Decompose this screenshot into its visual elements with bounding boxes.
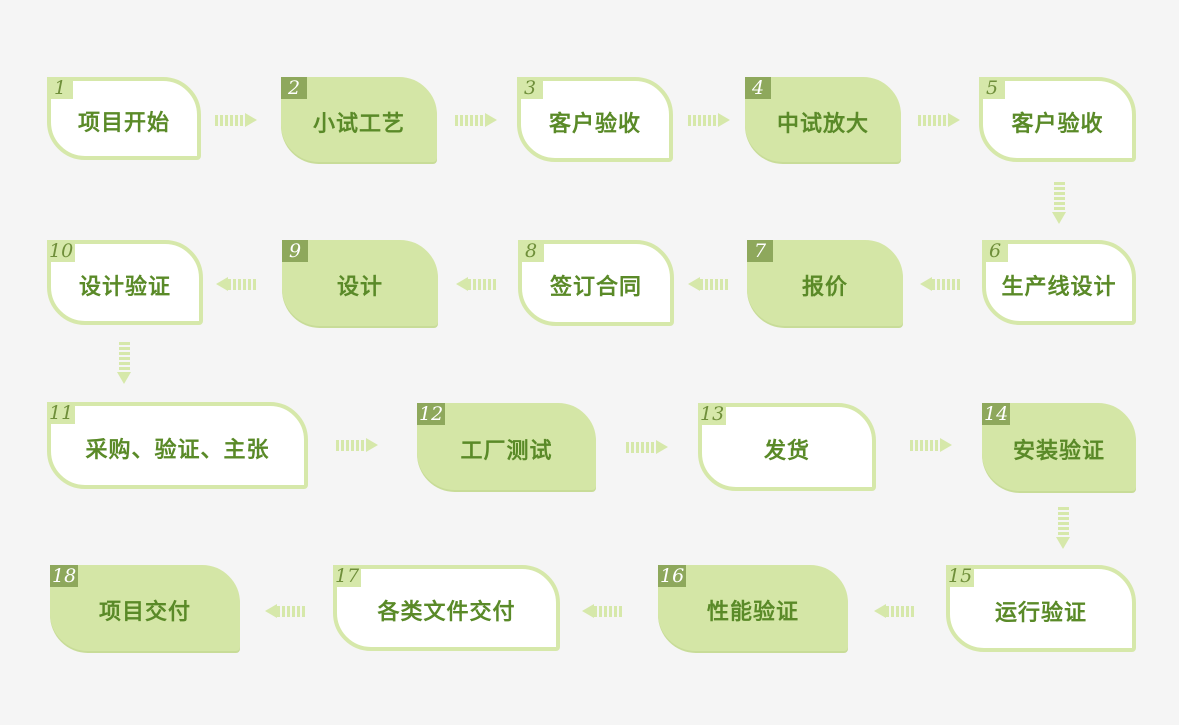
step-label: 发货 (763, 438, 810, 464)
step-label: 小试工艺 (312, 110, 405, 137)
step-box-11: 11 采购、验证、主张 (47, 402, 308, 489)
step-number-badge: 2 (281, 77, 307, 99)
arrow-left-icon (265, 604, 307, 618)
step-number-badge: 14 (982, 403, 1011, 425)
arrow-left-icon (874, 604, 916, 618)
arrow-left-icon (688, 277, 730, 291)
step-number-badge: 9 (282, 240, 308, 262)
step-number-badge: 11 (47, 402, 76, 424)
arrow-right-icon (215, 113, 257, 127)
step-box-7: 7 报价 (747, 240, 903, 326)
arrow-left-icon (216, 277, 258, 291)
step-number-badge: 15 (946, 565, 975, 587)
step-label: 报价 (801, 274, 848, 300)
arrow-right-icon (336, 438, 378, 452)
arrow-right-icon (455, 113, 497, 127)
step-box-15: 15 运行验证 (946, 565, 1136, 652)
step-label: 项目开始 (77, 109, 170, 136)
step-label: 中试放大 (776, 110, 869, 137)
arrow-right-icon (688, 113, 730, 127)
step-label: 性能验证 (706, 599, 799, 625)
arrow-right-icon (626, 440, 668, 454)
step-number-badge: 1 (47, 77, 73, 99)
step-label: 设计 (336, 274, 383, 300)
step-box-6: 6 生产线设计 (982, 240, 1136, 325)
arrow-left-icon (456, 277, 498, 291)
step-label: 生产线设计 (1001, 273, 1117, 300)
step-label: 客户验收 (548, 110, 641, 137)
step-number-badge: 12 (417, 403, 446, 425)
arrow-right-icon (918, 113, 960, 127)
step-label: 采购、验证、主张 (85, 436, 270, 463)
step-label: 工厂测试 (460, 437, 553, 464)
step-number-badge: 5 (979, 77, 1005, 99)
step-label: 运行验证 (994, 599, 1087, 626)
step-number-badge: 3 (517, 77, 543, 99)
step-box-17: 17 各类文件交付 (333, 565, 560, 651)
step-number-badge: 4 (745, 77, 771, 99)
step-label: 各类文件交付 (377, 599, 516, 625)
step-number-badge: 8 (518, 240, 544, 262)
arrow-left-icon (582, 604, 624, 618)
step-number-badge: 16 (658, 565, 687, 587)
step-number-badge: 17 (333, 565, 362, 587)
step-box-13: 13 发货 (698, 403, 876, 491)
step-number-badge: 10 (47, 240, 76, 262)
step-label: 安装验证 (1012, 438, 1105, 464)
step-box-12: 12 工厂测试 (417, 403, 596, 490)
arrow-down-icon (1056, 507, 1070, 549)
step-label: 项目交付 (98, 599, 191, 625)
step-number-badge: 18 (50, 565, 79, 587)
arrow-down-icon (1052, 182, 1066, 224)
step-number-badge: 13 (698, 403, 727, 425)
step-box-5: 5 客户验收 (979, 77, 1136, 162)
arrow-down-icon (117, 342, 131, 384)
arrow-right-icon (910, 438, 952, 452)
step-number-badge: 6 (982, 240, 1008, 262)
step-label: 客户验收 (1011, 110, 1104, 137)
step-number-badge: 7 (747, 240, 773, 262)
step-box-18: 18 项目交付 (50, 565, 240, 651)
step-label: 签订合同 (549, 274, 642, 300)
step-box-9: 9 设计 (282, 240, 438, 326)
arrow-left-icon (920, 277, 962, 291)
step-label: 设计验证 (78, 273, 171, 300)
step-box-16: 16 性能验证 (658, 565, 848, 651)
